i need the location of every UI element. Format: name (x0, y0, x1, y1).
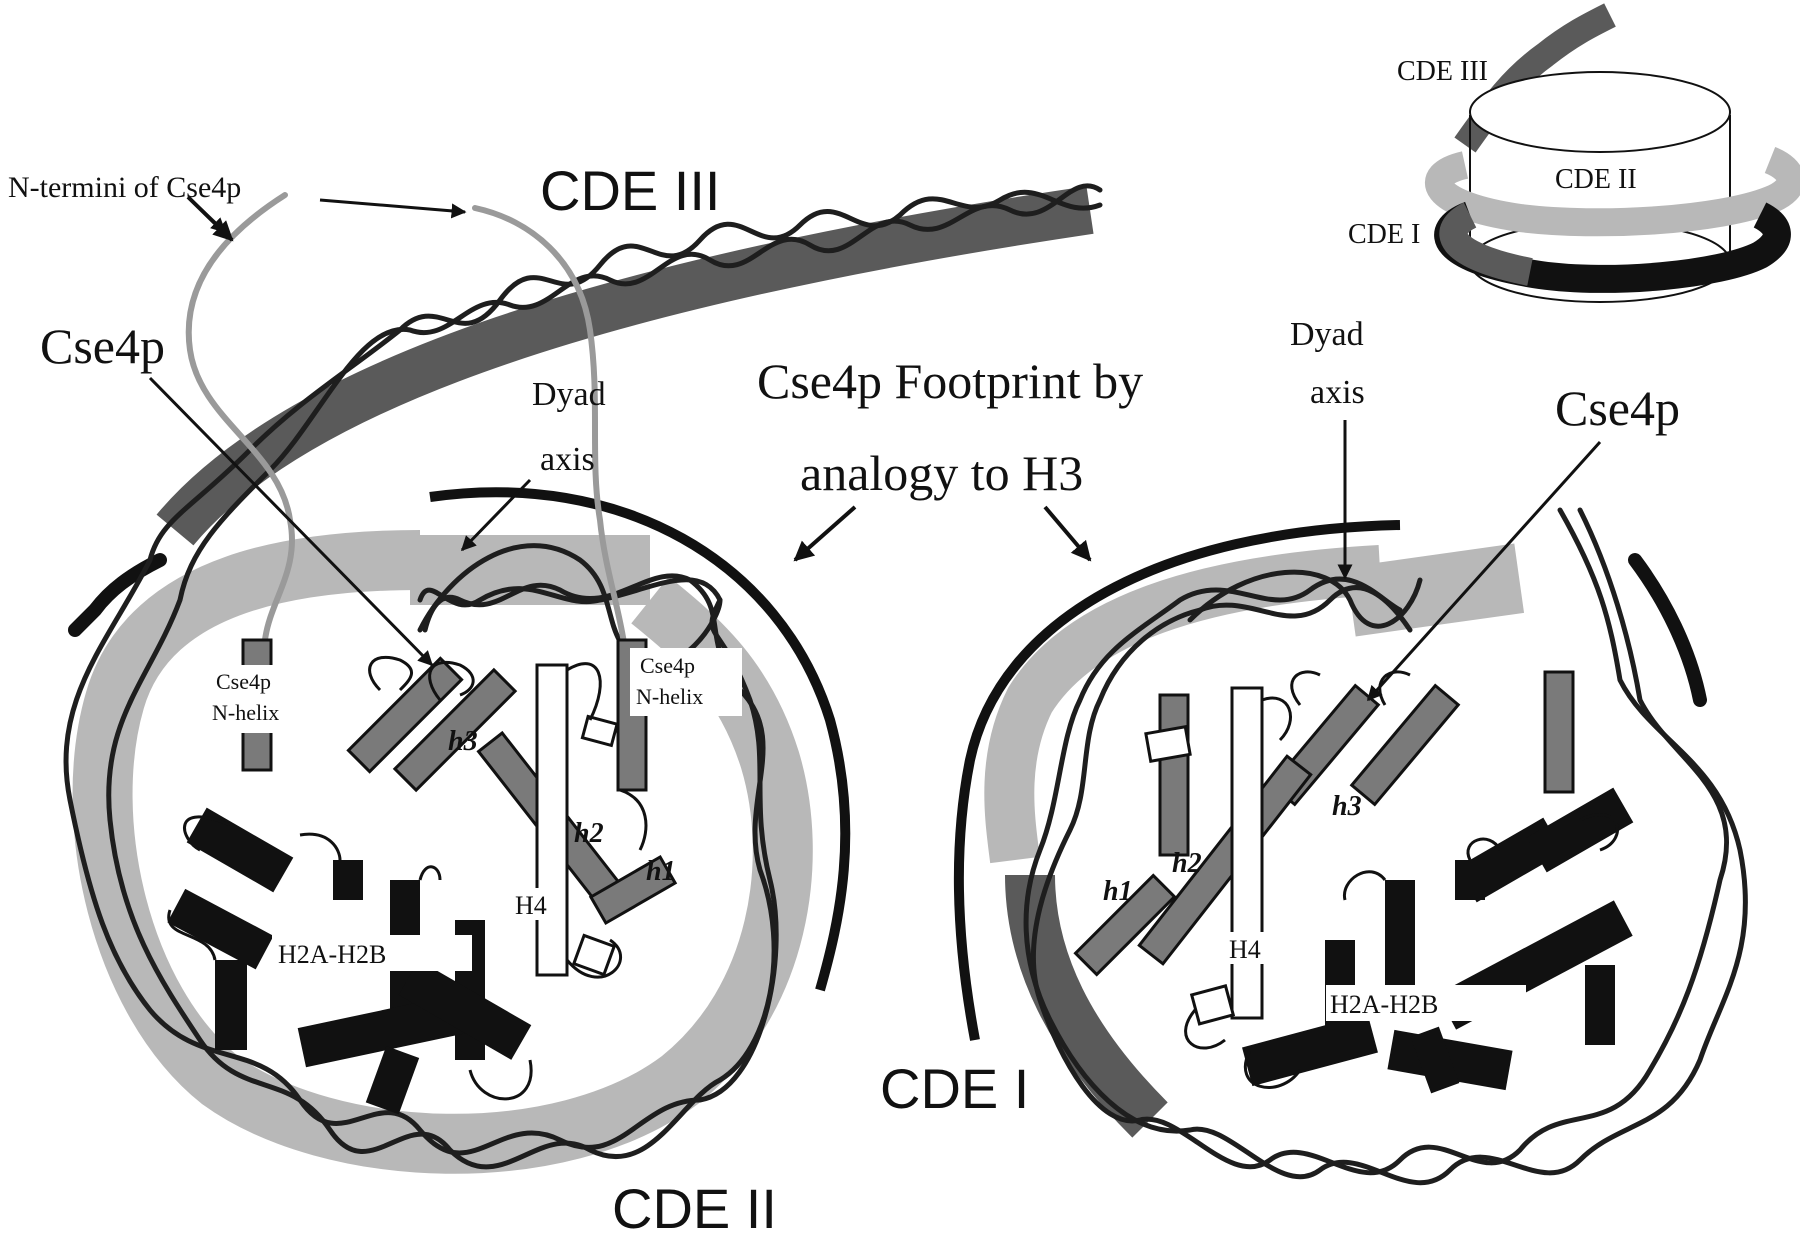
h2a-h2b-helices-left (167, 807, 533, 1115)
h1-right-label: h1 (1103, 876, 1133, 907)
dna-strand-2-right (1030, 507, 1729, 1176)
h4-left-label: H4 (515, 891, 547, 920)
nhelix-mid-line1: Cse4p (640, 653, 695, 678)
small-arc-left (68, 553, 167, 637)
cse4p-right-arrow (1366, 440, 1602, 702)
nhelix-mid-line2: N-helix (636, 684, 703, 709)
h2-left-label: h2 (574, 818, 604, 849)
n-termini-arrow-2 (319, 198, 467, 219)
dyad-right-line1: Dyad (1290, 316, 1364, 353)
h4-small-left-1 (580, 714, 619, 748)
h4-helix-right (1230, 686, 1264, 1020)
h4-small-left-2 (571, 933, 617, 977)
footprint-line1: Cse4p Footprint by (757, 353, 1143, 409)
footprint-line2: analogy to H3 (800, 445, 1083, 501)
dyad-left-line2: axis (540, 441, 595, 478)
cde-i-band-right (1005, 874, 1168, 1138)
right-nucleosome: H2A-H2B H4 h3 h2 h1 (953, 507, 1748, 1186)
footprint-arrow-right (1043, 505, 1092, 562)
left-nucleosome: Cse4p N-helix Cse4p N-helix H2A-H2B H4 h… (63, 183, 1103, 1174)
cde-iii-main-label: CDE III (540, 159, 720, 222)
dyad-left-arrow (460, 478, 532, 552)
dyad-right-line2: axis (1310, 374, 1365, 411)
nhelix-left-line1: Cse4p (216, 669, 271, 694)
inset-cylinder-top (1469, 71, 1731, 153)
h4-right-label: H4 (1229, 935, 1261, 964)
dna-strand-1-right (1023, 507, 1748, 1186)
footprint-arrow-left (793, 505, 857, 562)
inset-cylinder-body (1469, 115, 1731, 260)
inset-cde-ii-label: CDE II (1555, 164, 1637, 195)
h3-helices-right (1073, 670, 1575, 977)
cde-ii-band-left (72, 530, 813, 1174)
h2a-h2b-left-label: H2A-H2B (278, 940, 386, 969)
cde-ii-main-label: CDE II (612, 1177, 777, 1239)
cse4p-left-label: Cse4p (40, 318, 165, 374)
h4-small-right-2 (1189, 984, 1236, 1026)
nhelix-left-line2: N-helix (212, 700, 279, 725)
cde-iii-band (156, 186, 1094, 546)
h3-right-label: h3 (1332, 791, 1362, 822)
inset-cde-i-label: CDE I (1348, 219, 1420, 250)
h2a-h2b-right-label: H2A-H2B (1330, 990, 1438, 1019)
outer-arc-right (953, 520, 1401, 1041)
cse4p-left-arrow (148, 376, 434, 667)
h2a-h2b-helices-right (1242, 787, 1634, 1094)
h4-helix-left (535, 663, 569, 977)
outer-arc-left (429, 487, 851, 992)
cde-i-main-label: CDE I (880, 1057, 1029, 1120)
cse4p-right-label: Cse4p (1555, 380, 1680, 436)
small-arc-right (1628, 553, 1707, 707)
annotations: N-termini of Cse4p CDE III Cse4p Dyad ax… (8, 159, 1680, 1239)
dna-loop-top-right (1187, 569, 1423, 629)
n-terminal-tail-2 (472, 205, 628, 653)
cde-ii-band-right (984, 545, 1382, 864)
n-termini-label: N-termini of Cse4p (8, 171, 241, 204)
n-terminal-tail-1 (185, 192, 295, 643)
dna-strand-1-left (63, 189, 1103, 1156)
h1-left-label: h1 (646, 856, 676, 887)
dyad-left-line1: Dyad (532, 376, 606, 413)
inset-cde-ii-band (1425, 147, 1800, 237)
h4-small-right-1 (1144, 725, 1192, 763)
inset-cylinder: CDE III CDE II CDE I (1348, 3, 1800, 303)
h3-left-label: h3 (448, 726, 478, 757)
h2-right-label: h2 (1172, 848, 1202, 879)
inset-cde-iii-label: CDE III (1397, 56, 1488, 87)
